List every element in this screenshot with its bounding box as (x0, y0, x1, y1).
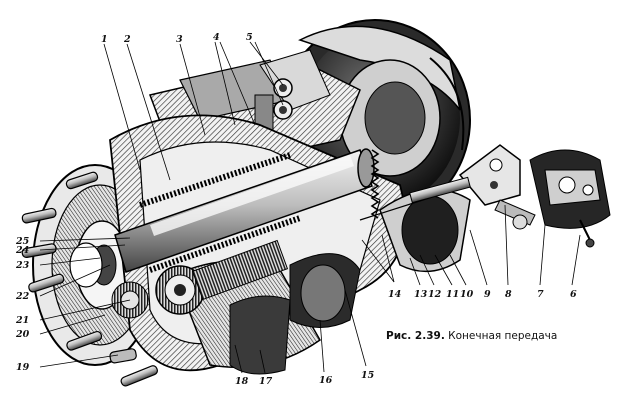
callout-8: 8 (505, 289, 512, 300)
callout-20: 20 (15, 329, 30, 340)
callout-23: 23 (15, 260, 30, 271)
callout-11: 11 (446, 289, 459, 300)
callout-5: 5 (246, 32, 253, 43)
figure-title: Конечная передача (448, 330, 558, 342)
callout-14: 14 (388, 289, 401, 300)
callout-labels: 1 2 3 4 5 6 7 8 9 10 11 12 13 14 15 16 1… (15, 32, 577, 387)
callout-7: 7 (537, 289, 544, 300)
callout-25: 25 (15, 236, 30, 247)
callout-4: 4 (213, 32, 220, 43)
figure-number: Рис. 2.39. (386, 330, 445, 342)
callout-21: 21 (15, 315, 29, 326)
callout-19: 19 (16, 362, 30, 373)
callout-15: 15 (361, 370, 375, 381)
drive-shaft (114, 148, 375, 273)
callout-6: 6 (570, 289, 577, 300)
leader-lines (39, 41, 581, 374)
return-spring (370, 149, 380, 219)
callout-3: 3 (176, 34, 183, 45)
callout-1: 1 (101, 34, 108, 45)
callout-13: 13 (414, 289, 428, 300)
callout-18: 18 (235, 376, 249, 387)
callout-10: 10 (460, 289, 474, 300)
callout-24: 24 (15, 245, 29, 256)
callout-2: 2 (123, 34, 131, 45)
brake-band (359, 184, 471, 273)
wheel-studs (21, 171, 158, 387)
callout-22: 22 (15, 291, 30, 302)
lower-drum (229, 253, 361, 375)
callout-16: 16 (319, 375, 333, 386)
figure-caption: Рис. 2.39. Конечная передача (386, 330, 557, 342)
callout-9: 9 (484, 289, 491, 300)
callout-12: 12 (428, 289, 442, 300)
brake-mechanism (529, 149, 611, 248)
callout-17: 17 (259, 376, 273, 387)
